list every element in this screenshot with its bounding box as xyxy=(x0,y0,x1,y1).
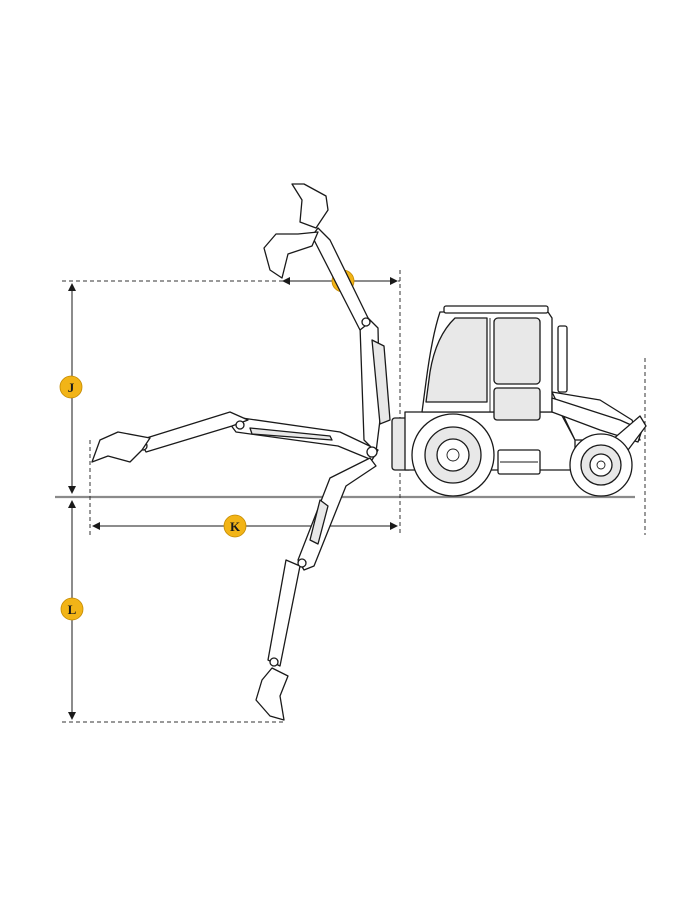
dimension-l-label: L xyxy=(68,602,77,617)
backhoe-lowered xyxy=(255,457,377,721)
backhoe-horizontal xyxy=(91,411,379,463)
dimension-l-badge xyxy=(60,597,84,621)
dimension-k-badge xyxy=(223,514,247,538)
tractor-body xyxy=(391,305,647,497)
dimension-j-label: J xyxy=(68,380,75,395)
dimension-j: J xyxy=(59,283,83,494)
dimension-k: K xyxy=(92,514,398,538)
dimension-j-badge xyxy=(59,375,83,399)
dimension-l: L xyxy=(60,500,84,720)
dimension-k-label: K xyxy=(230,519,241,534)
backhoe-raised xyxy=(263,183,391,458)
